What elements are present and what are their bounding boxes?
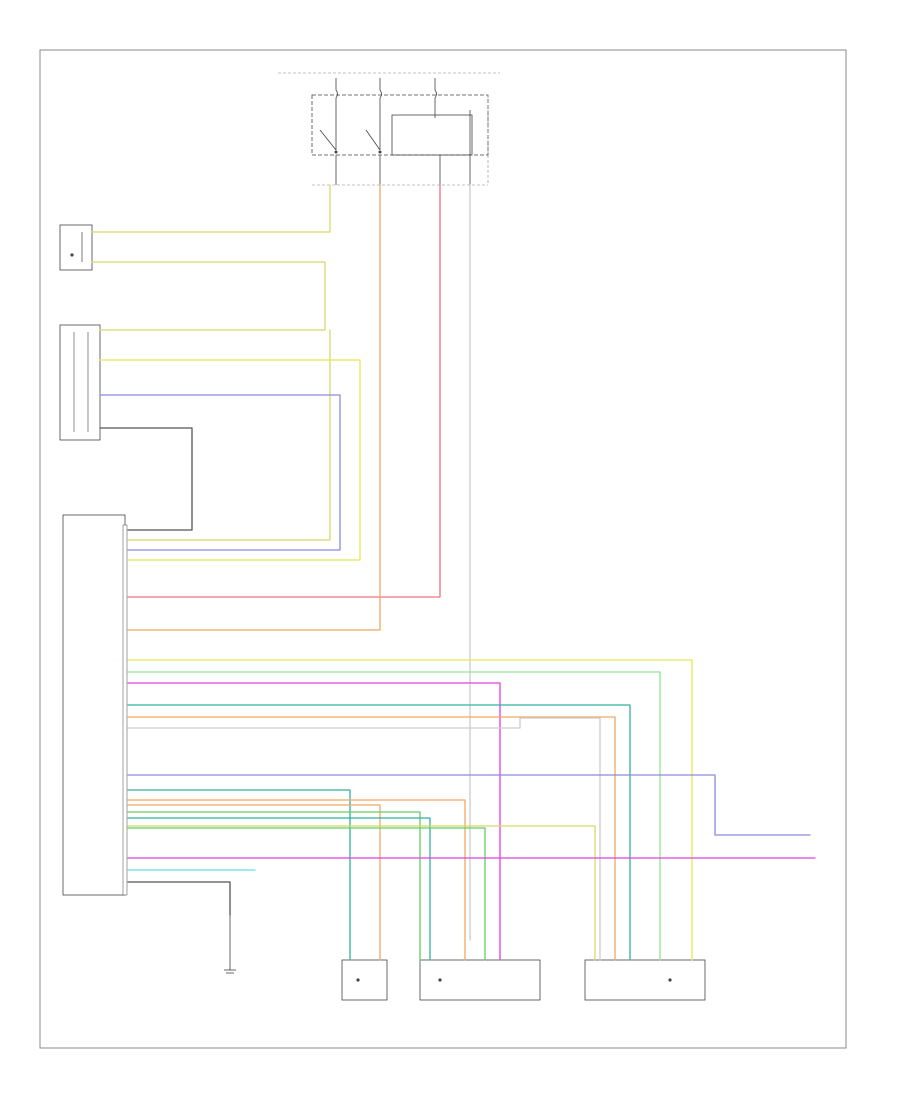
wire-orange-recirc [127, 799, 466, 961]
wire-blue-right [127, 774, 811, 836]
diagram-border [39, 49, 847, 1049]
relay-box [391, 114, 473, 156]
central-junction-box [278, 72, 500, 186]
mode-actuator [341, 959, 388, 1001]
vent-actuator-box [584, 959, 706, 1001]
wire-orange-power [127, 184, 381, 631]
wire-orange-vent [127, 716, 616, 961]
recirc-actuator [419, 959, 541, 1001]
wire-orange-mode [127, 804, 381, 961]
wire-green-recirc [127, 811, 421, 961]
wire-ground [127, 881, 231, 916]
wire-magenta-recirc [127, 682, 501, 961]
wire-lightgreen-vent [127, 671, 661, 961]
wire-sensor-top [91, 184, 331, 233]
blower-switch-box [59, 324, 101, 441]
wire-blower-gray [99, 427, 193, 531]
wire-layer [91, 184, 816, 961]
blower-switch [59, 324, 101, 441]
control-module-box [62, 514, 126, 896]
wire-teal-vent [127, 704, 631, 961]
wire-gray-vent [127, 717, 601, 961]
fuse-3-icon [434, 78, 437, 118]
recirc-actuator-box [419, 959, 541, 1001]
wire-teal-recirc [127, 817, 431, 961]
wire-teal-mode [127, 789, 351, 961]
wire-blower-blue [99, 394, 341, 551]
wire-yellow-vent [127, 659, 693, 961]
fuse-2-icon [379, 78, 382, 150]
vent-actuator [584, 959, 706, 1001]
mode-actuator-box [341, 959, 388, 1001]
control-module [62, 514, 128, 896]
fuse-1-icon [335, 78, 338, 150]
wire-ygreen-vent [127, 825, 596, 961]
wire-pink-power [127, 184, 441, 598]
wire-module-blower [127, 329, 331, 541]
sensor-box [59, 224, 93, 271]
wire-green-recirc-2 [127, 827, 486, 961]
wire-blower-yellow [99, 359, 361, 561]
upper-left-sensor [59, 224, 93, 271]
wire-sensor-ground [91, 261, 326, 331]
ground-symbol [224, 915, 236, 974]
